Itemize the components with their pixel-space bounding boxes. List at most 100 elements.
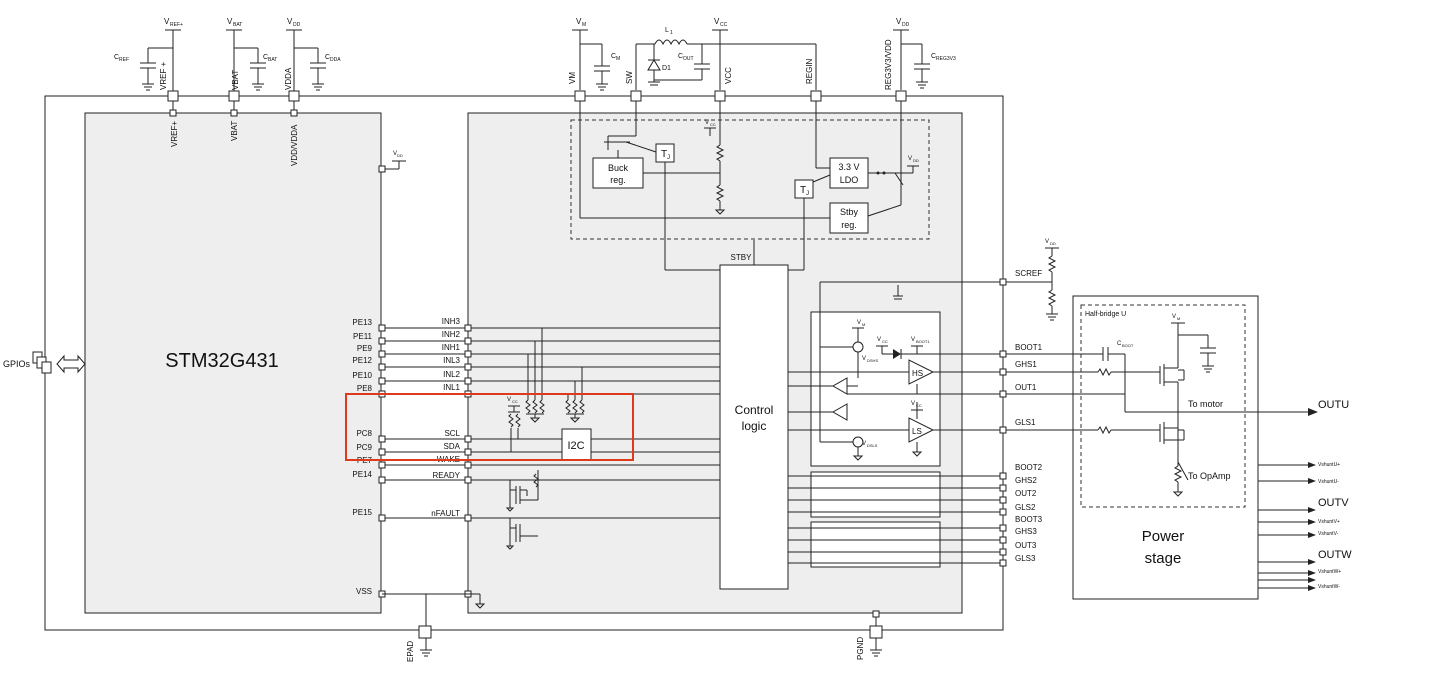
svg-text:REF: REF [119,57,129,63]
svg-text:HS: HS [912,369,923,378]
svg-text:VshuntV+: VshuntV+ [1318,519,1340,525]
svg-text:DD: DD [293,22,301,28]
svg-text:BAT: BAT [268,57,277,63]
halfbridge-region [1080,304,1246,508]
svg-text:DD: DD [902,22,910,28]
svg-text:CC: CC [720,22,728,28]
halfbridge-circuit: C BOOT V M To motor [1006,314,1318,497]
svg-text:VBAT: VBAT [230,121,239,141]
svg-text:REF+: REF+ [170,22,183,28]
halfbridge-label: Half-bridge U [1085,311,1126,318]
svg-text:INH1: INH1 [442,343,461,352]
svg-text:CC: CC [512,399,518,404]
svg-text:OUT2: OUT2 [1015,489,1037,498]
regulator-internals: Buck reg. T J V CC 3.3 V LDO V DD [579,101,919,271]
svg-text:INL3: INL3 [443,356,460,365]
svg-text:DD: DD [397,153,403,158]
svg-text:VshuntW+: VshuntW+ [1318,569,1341,575]
svg-text:V: V [393,151,397,157]
svg-text:REGIN: REGIN [805,58,814,84]
svg-text:VM: VM [568,72,577,84]
svg-text:PC8: PC8 [356,429,372,438]
mcu-block [84,112,382,614]
svg-text:T: T [800,185,806,196]
control-logic-label: Control [735,403,774,417]
svg-text:VDDA: VDDA [284,67,293,90]
mcu-name: STM32G431 [165,350,278,372]
svg-text:To OpAmp: To OpAmp [1188,471,1231,481]
svg-text:VBAT: VBAT [231,70,240,90]
svg-text:PGND: PGND [856,637,865,660]
svg-text:LDO: LDO [840,175,859,185]
svg-text:3.3 V: 3.3 V [838,162,859,172]
svg-text:GLS1: GLS1 [1015,418,1036,427]
svg-text:V: V [576,17,582,26]
svg-text:OUTU: OUTU [1318,399,1349,411]
svg-text:V: V [227,17,233,26]
gpios-label: GPIOs [3,359,31,369]
svg-text:BOOT: BOOT [1122,343,1134,348]
svg-text:CC: CC [916,403,922,408]
svg-text:reg.: reg. [610,175,626,185]
svg-text:J: J [667,155,670,161]
svg-text:V: V [896,17,902,26]
svg-text:PE11: PE11 [353,332,373,341]
svg-text:D1: D1 [662,65,671,72]
mcu-driver-wires: V CC [378,324,720,626]
svg-text:DDA: DDA [330,57,341,63]
svg-text:VREF +: VREF + [159,61,168,90]
power-outputs: OUTU OUTV OUTW VshuntU+ VshuntU- VshuntV… [1258,399,1352,591]
svg-text:PE9: PE9 [357,344,373,353]
svg-text:V: V [911,401,915,407]
svg-text:VshuntU+: VshuntU+ [1318,462,1340,468]
gpio-arrow-icon [56,354,86,374]
svg-text:READY: READY [432,471,460,480]
svg-text:GHS2: GHS2 [1015,476,1037,485]
svg-text:V: V [507,397,511,403]
svg-text:logic: logic [742,419,767,433]
i2c-label: I2C [567,440,584,452]
svg-text:DSHS: DSHS [867,358,878,363]
svg-text:PE15: PE15 [352,508,372,517]
svg-text:LS: LS [912,427,922,436]
svg-text:1: 1 [670,30,673,36]
svg-text:GLS2: GLS2 [1015,503,1036,512]
svg-text:V: V [862,356,866,362]
svg-text:M: M [616,56,620,62]
svg-text:BOOT3: BOOT3 [1015,515,1043,524]
svg-text:VshuntV-: VshuntV- [1318,531,1339,537]
svg-text:SCL: SCL [444,429,460,438]
svg-text:M: M [582,22,586,28]
svg-text:INH2: INH2 [442,330,461,339]
svg-text:BOOT1: BOOT1 [1015,343,1043,352]
svg-text:V: V [911,337,915,343]
epad-pin: EPAD [406,625,432,662]
svg-text:PE14: PE14 [352,470,372,479]
svg-text:INL2: INL2 [443,370,460,379]
svg-text:C: C [1117,341,1122,347]
svg-text:DD: DD [1050,241,1056,246]
regulator-region [570,119,930,240]
svg-text:CC: CC [710,122,716,127]
control-logic-block [719,264,789,590]
svg-text:L: L [665,27,669,34]
svg-text:T: T [661,149,667,160]
svg-text:BAT: BAT [233,22,242,28]
svg-text:OUT3: OUT3 [1015,541,1037,550]
svg-text:V: V [287,17,293,26]
svg-text:DD: DD [913,158,919,163]
svg-text:V: V [714,17,720,26]
svg-text:VshuntU-: VshuntU- [1318,479,1339,485]
svg-text:SCREF: SCREF [1015,269,1042,278]
svg-text:VDD/VDDA: VDD/VDDA [290,124,299,166]
svg-text:V: V [1045,239,1049,245]
scref-divider: V DD [1006,239,1059,321]
svg-text:V: V [1172,314,1176,320]
svg-text:V: V [164,17,170,26]
svg-text:J: J [806,191,809,197]
svg-text:GHS3: GHS3 [1015,527,1037,536]
svg-text:REG3V3: REG3V3 [936,56,956,62]
svg-text:M: M [862,322,865,327]
svg-text:REG3V3/VDD: REG3V3/VDD [884,39,893,90]
